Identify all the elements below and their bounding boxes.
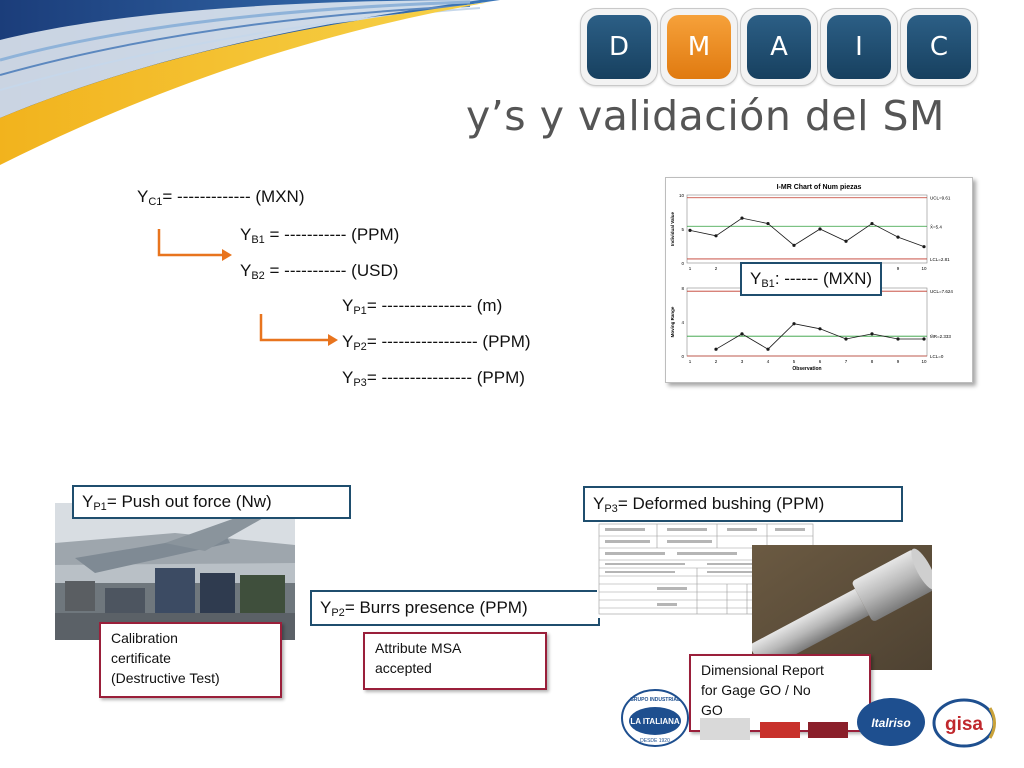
moving-range-ucl-label: UCL=7.624 [930,289,953,294]
calibration-note: Calibration certificate (Destructive Tes… [99,622,282,698]
svg-text:gisa: gisa [945,714,983,735]
moving-range-data-point [818,327,822,331]
dmaic-frame-m: M [660,8,738,86]
individual-xtick-label: 2 [715,266,718,271]
individual-data-point [714,234,718,238]
individual-ucl-label: UCL=9.61 [930,196,951,201]
individual-xtick-label: 10 [921,266,927,271]
moving-range-xtick-label: 8 [871,359,874,364]
moving-range-ytick-label: 8 [681,286,684,291]
y-p2-line: YP2= ----------------- (PPM) [342,332,531,353]
individual-plot-frame [686,194,928,264]
individual-ytick-label: 0 [681,261,684,266]
moving-range-data-point [896,337,900,341]
moving-range-data-point [740,332,744,336]
moving-range-data-point [792,322,796,326]
y-b1-chart-callout: YB1: ------ (MXN) [740,262,883,296]
gisa-logo: gisa [932,698,996,748]
individual-lcl-label: LCL=2.81 [930,257,950,262]
y-b2-line: YB2 = ----------- (USD) [240,261,399,282]
header-swoosh [0,0,500,165]
individual-ylabel: Individual Value [670,212,675,247]
individual-data-point [896,235,900,239]
moving-range-xtick-label: 3 [741,359,744,364]
svg-text:GRUPO INDUSTRIAL: GRUPO INDUSTRIAL [630,697,680,703]
dmaic-frame-d: D [580,8,658,86]
individual-data-point [792,243,796,247]
individual-data-point [844,239,848,243]
y-p1-callout: YP1= Push out force (Nw) [72,485,351,519]
dmaic-button-define[interactable]: D [587,15,651,79]
individual-data-point [922,245,926,249]
dmaic-button-improve[interactable]: I [827,15,891,79]
cargo-plane-photo [55,503,295,640]
dmaic-button-analyze[interactable]: A [747,15,811,79]
y-p1-line: YP1= ---------------- (m) [342,296,503,317]
moving-range-data-point [844,337,848,341]
moving-range-xtick-label: 2 [715,359,718,364]
individual-ytick-label: 5 [681,227,684,232]
dmaic-frame-i: I [820,8,898,86]
individual-data-point [688,228,692,232]
svg-text:Italriso: Italriso [871,716,910,730]
svg-text:LA ITALIANA: LA ITALIANA [630,717,680,726]
chart-xlabel: Observation [792,366,821,372]
individual-ytick-label: 10 [679,193,685,198]
individual-xtick-label: 1 [689,266,692,271]
arrow-b-to-p [259,314,338,346]
arrow-c1-to-b [157,229,232,261]
moving-range-ytick-label: 4 [681,320,684,325]
individual-series-line [689,217,925,248]
dmaic-button-measure[interactable]: M [667,15,731,79]
moving-range-ylabel: Moving Range [670,306,675,337]
individual-data-point [870,221,874,226]
slide-title: y’s y validación del SM [466,92,945,140]
y-p2-callout: YP2= Burrs presence (PPM) [310,590,600,626]
y-p3-callout: YP3= Deformed bushing (PPM) [583,486,903,522]
y-b1-line: YB1 = ----------- (PPM) [240,225,400,246]
moving-range-xtick-label: 5 [793,359,796,364]
moving-range-lcl-label: LCL=0 [930,354,944,359]
individual-data-point [766,221,770,226]
moving-range-center-label: M̄R=2.333 [930,333,951,339]
y-c1-line: YC1= ------------- (MXN) [137,187,305,208]
chart-title: I-MR Chart of Num piezas [777,184,862,191]
y-p3-line: YP3= ---------------- (PPM) [342,368,525,389]
la-italiana-logo: GRUPO INDUSTRIAL LA ITALIANA DESDE 1920 [621,689,689,747]
brand-logos-strip [700,718,848,740]
moving-range-xtick-label: 9 [897,359,900,364]
individual-center-label: X̄=5.4 [930,224,942,230]
moving-range-data-point [766,347,770,351]
attribute-msa-note: Attribute MSA accepted [363,632,547,690]
moving-range-data-point [714,347,718,351]
dmaic-frame-a: A [740,8,818,86]
individual-xtick-label: 9 [897,266,900,271]
moving-range-data-point [870,332,874,336]
moving-range-xtick-label: 7 [845,359,848,364]
moving-range-xtick-label: 1 [689,359,692,364]
moving-range-xtick-label: 4 [767,359,770,364]
italriso-logo: Italriso [857,698,925,746]
individual-data-point [818,227,822,231]
moving-range-data-point [922,337,926,341]
bushing-photo [752,545,932,670]
dmaic-button-control[interactable]: C [907,15,971,79]
moving-range-ytick-label: 0 [681,354,684,359]
moving-range-xtick-label: 10 [921,359,927,364]
moving-range-xtick-label: 6 [819,359,822,364]
dmaic-frame-c: C [900,8,978,86]
moving-range-plot-frame [686,287,928,357]
svg-text:DESDE 1920: DESDE 1920 [640,738,670,744]
individual-data-point [740,216,744,220]
